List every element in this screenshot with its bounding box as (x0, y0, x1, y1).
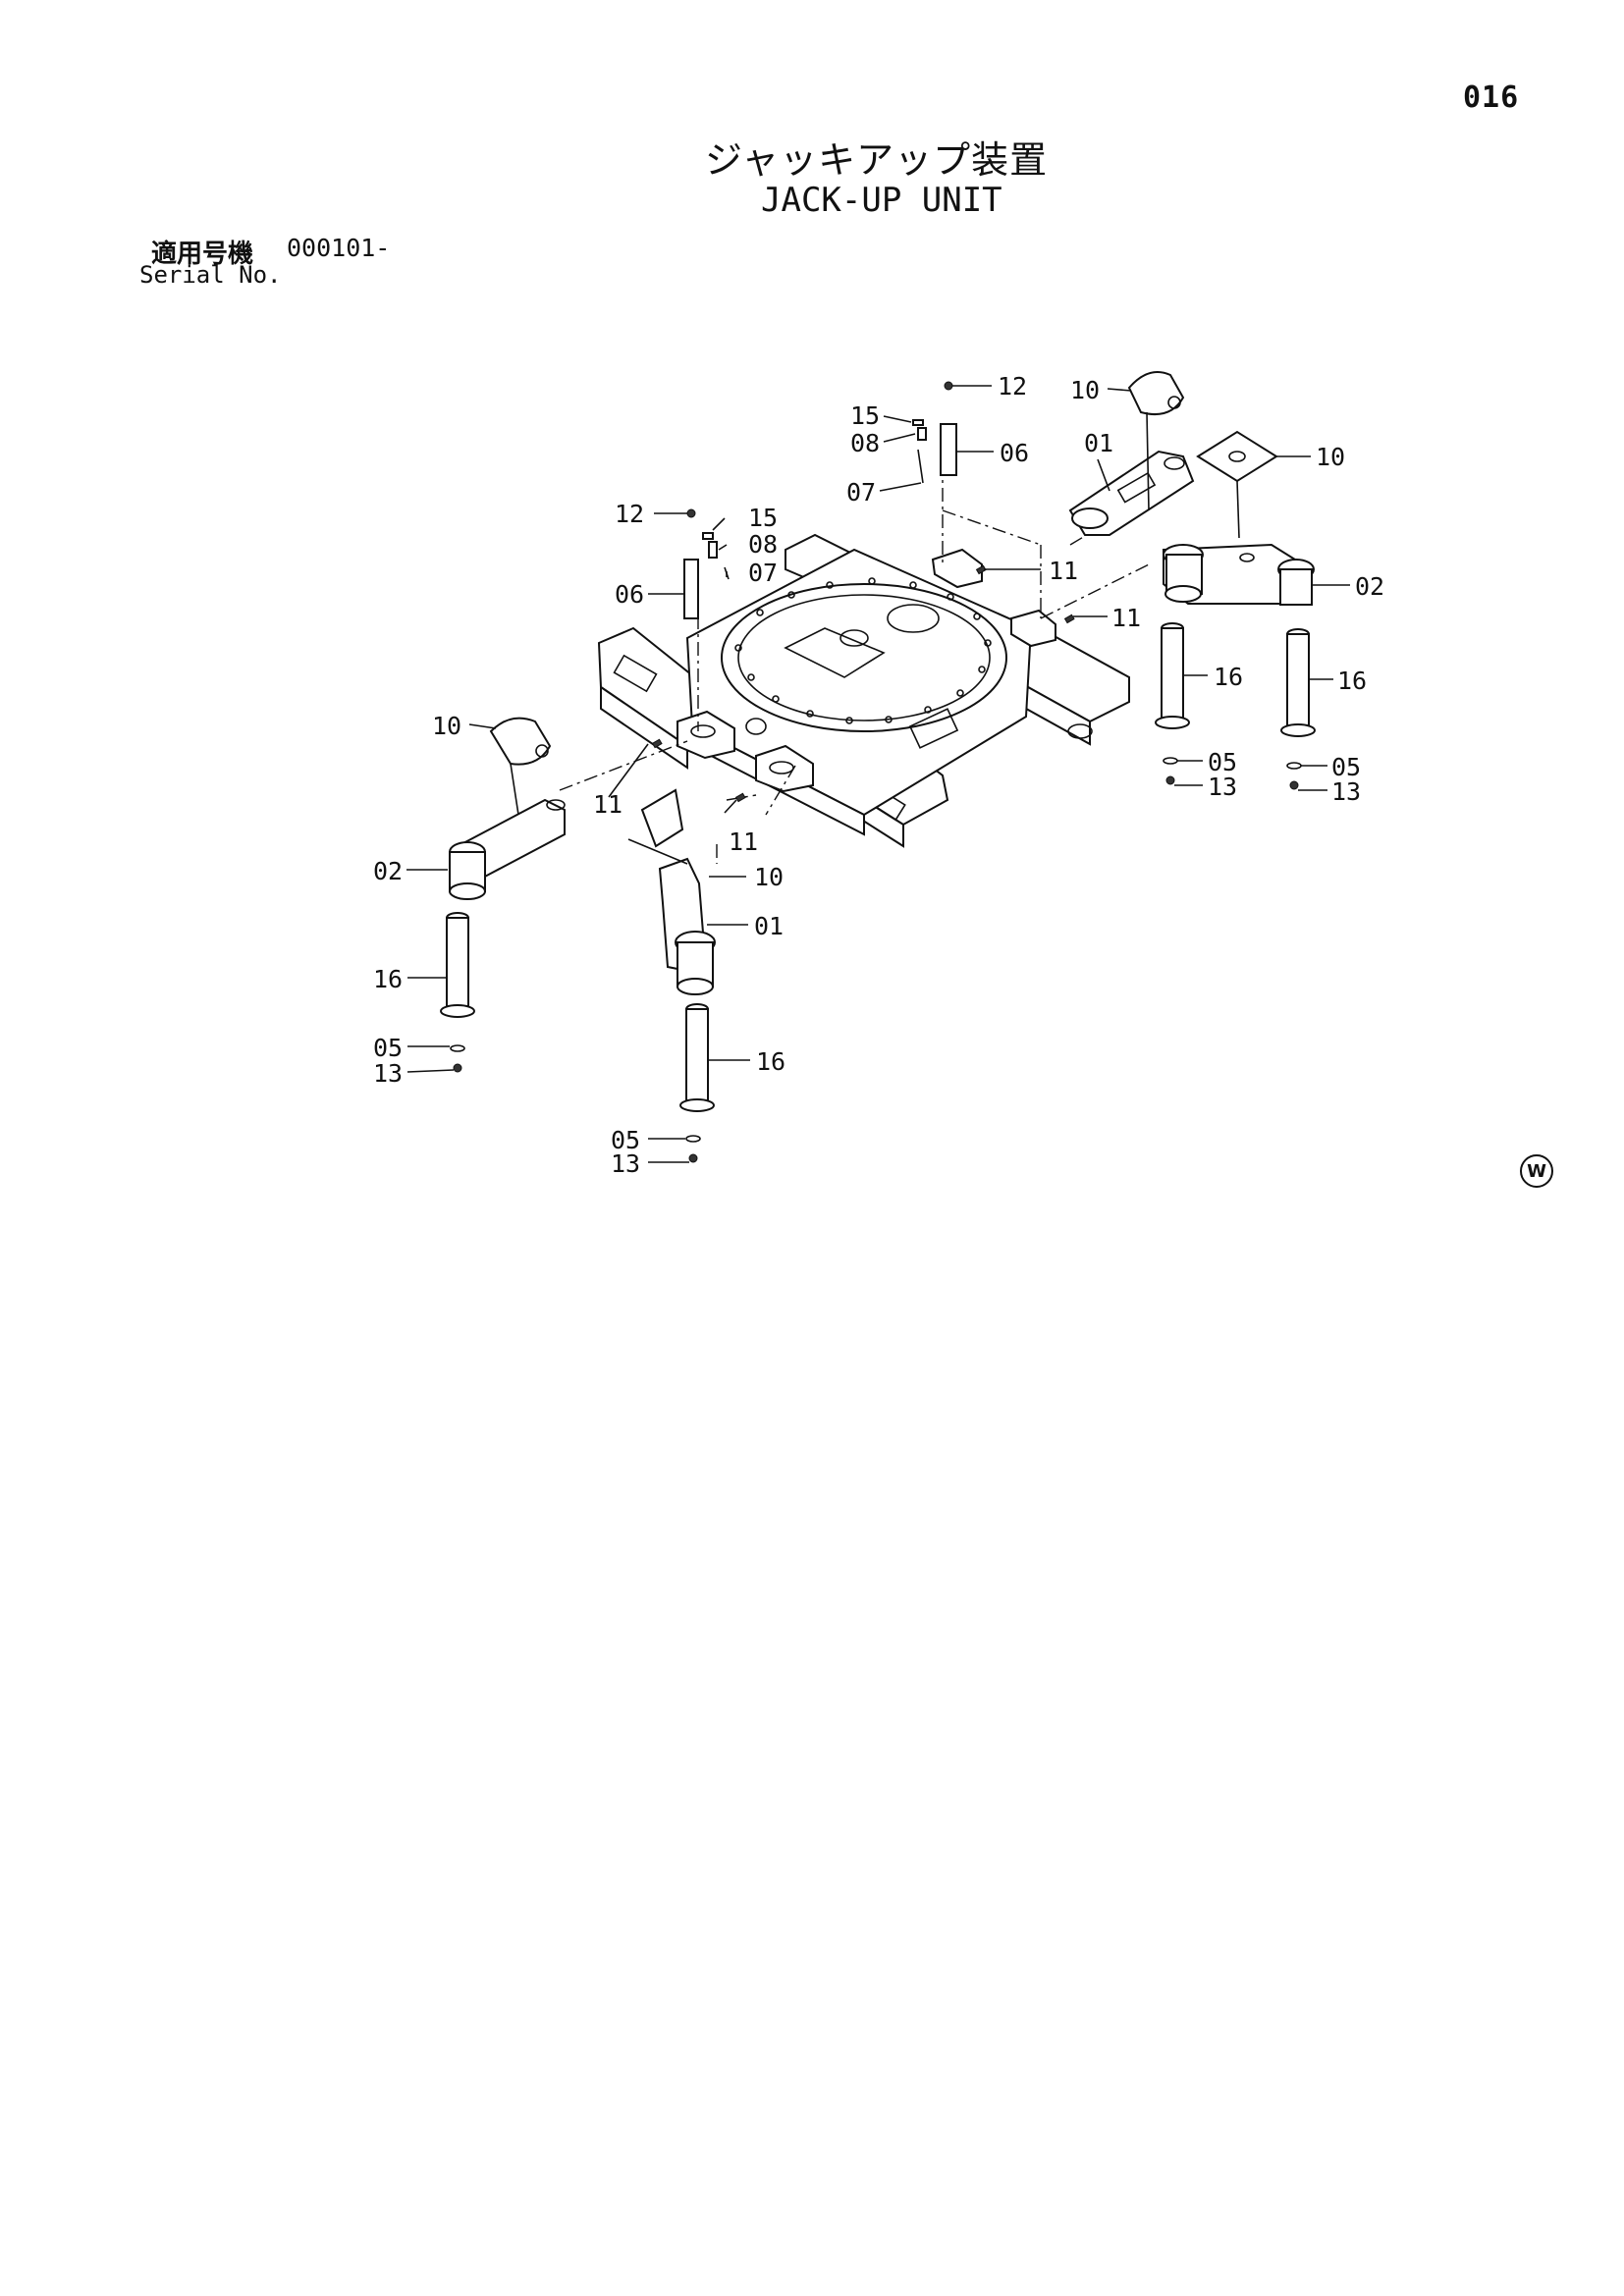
title-english: JACK-UP UNIT (761, 181, 1002, 220)
callout-13-left: 13 (373, 1059, 403, 1088)
callout-08-right: 08 (850, 429, 880, 457)
left-arm-02 (449, 798, 566, 900)
callout-labels: 12 15 08 07 06 10 11 11 02 10 01 16 05 1… (373, 372, 1384, 1178)
callout-07-left: 07 (748, 559, 778, 587)
callout-13-rear-right: 13 (1331, 777, 1361, 806)
callout-16-front: 16 (756, 1047, 785, 1076)
leader-lines (406, 385, 1350, 1163)
callout-11-left: 11 (593, 790, 623, 819)
serial-label-japanese: 適用号機 (151, 240, 254, 269)
callout-12-left: 12 (615, 500, 644, 528)
left-pin-assembly (683, 508, 730, 619)
rear-cover-10 (1127, 371, 1185, 511)
callout-16-rear-left: 16 (1214, 663, 1243, 691)
callout-15-right: 15 (850, 401, 880, 430)
fittings-11 (651, 564, 1075, 803)
callout-05-rear-right: 05 (1331, 753, 1361, 781)
title-japanese: ジャッキアップ装置 (705, 138, 1049, 182)
rear-jack-cylinder-16-left (1155, 622, 1190, 785)
callout-01-rear: 01 (1084, 429, 1113, 457)
callout-16-rear-right: 16 (1337, 667, 1367, 695)
right-pin-assembly (912, 381, 957, 484)
w-mark-icon: W (1520, 1154, 1553, 1188)
callout-06-left: 06 (615, 580, 644, 609)
callout-02-rear: 02 (1355, 572, 1384, 601)
rear-arm-02 (1163, 543, 1315, 606)
callout-15-left: 15 (748, 504, 778, 532)
callout-10-front-plate: 10 (754, 863, 784, 891)
callout-05-left: 05 (373, 1034, 403, 1062)
rear-plate-10 (1196, 430, 1278, 539)
callout-12-right: 12 (998, 372, 1027, 400)
callout-13-rear-left: 13 (1208, 773, 1237, 801)
callout-06-right: 06 (1000, 439, 1029, 467)
serial-label-english: Serial No. (139, 261, 282, 289)
callout-11-center: 11 (729, 828, 758, 856)
page-number: 016 (1463, 80, 1520, 115)
front-jack-cylinder-16 (679, 1003, 715, 1163)
callout-16-left: 16 (373, 965, 403, 993)
callout-08-left: 08 (748, 530, 778, 559)
serial-value: 000101- (287, 234, 391, 262)
callout-02-left: 02 (373, 857, 403, 885)
rear-arm-01 (1068, 450, 1195, 536)
left-jack-cylinder-16 (440, 912, 475, 1073)
callout-10-left-cover: 10 (432, 712, 461, 740)
callout-07-right: 07 (846, 478, 876, 507)
rear-jack-cylinder-16-right (1280, 628, 1316, 790)
callout-05-rear-left: 05 (1208, 748, 1237, 776)
callout-13-front: 13 (611, 1149, 640, 1178)
callout-05-front: 05 (611, 1126, 640, 1154)
callout-11-rear-right: 11 (1111, 604, 1141, 632)
front-arm-01 (658, 857, 716, 995)
callout-01-front: 01 (754, 912, 784, 940)
callout-10-rear-cover: 10 (1070, 376, 1100, 404)
ring-bolt-holes (734, 577, 992, 724)
center-frame (597, 533, 1130, 848)
callout-11-rear-left: 11 (1049, 557, 1078, 585)
callout-10-rear-plate: 10 (1316, 443, 1345, 471)
front-plate-10 (627, 788, 688, 865)
left-cover-10 (489, 717, 552, 816)
